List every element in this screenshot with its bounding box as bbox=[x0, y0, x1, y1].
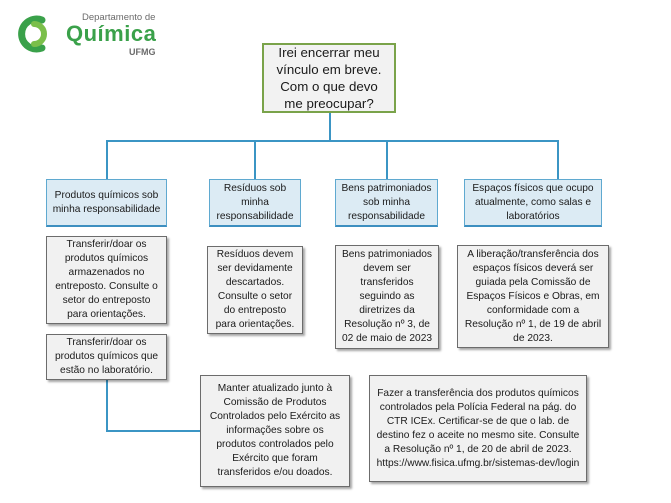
note-controlled-update: Manter atualizado junto à Comissão de Pr… bbox=[200, 375, 350, 487]
logo-line-2: Química bbox=[66, 21, 157, 46]
note-spaces: A liberação/transferência dos espaços fí… bbox=[457, 245, 609, 348]
connector-cat-4 bbox=[557, 140, 559, 179]
note-assets: Bens patrimoniados devem ser transferido… bbox=[335, 245, 439, 349]
department-logo: Departamento de Química UFMG bbox=[12, 10, 162, 60]
root-question: Irei encerrar meu vínculo em breve. Com … bbox=[262, 43, 396, 113]
category-assets: Bens patrimoniados sob minha responsabil… bbox=[335, 179, 438, 227]
logo-line-1: Departamento de bbox=[82, 12, 156, 23]
connector-horizontal bbox=[106, 140, 559, 142]
connector-chem-down bbox=[106, 380, 108, 432]
logo-mark-icon bbox=[18, 15, 47, 53]
logo-line-3: UFMG bbox=[129, 47, 156, 57]
connector-chem-bottom bbox=[106, 430, 200, 432]
connector-cat-3 bbox=[386, 140, 388, 179]
category-chemical-products: Produtos químicos sob minha responsabili… bbox=[46, 179, 167, 227]
connector-cat-1 bbox=[106, 140, 108, 179]
note-residues: Resíduos devem ser devidamente descartad… bbox=[207, 246, 303, 334]
note-federal-police: Fazer a transferência dos produtos quími… bbox=[369, 375, 587, 482]
note-chem-lab: Transferir/doar os produtos químicos que… bbox=[46, 334, 167, 380]
note-chem-storage: Transferir/doar os produtos químicos arm… bbox=[46, 236, 167, 324]
category-residues: Resíduos sob minha responsabilidade bbox=[209, 179, 301, 227]
connector-cat-2 bbox=[254, 140, 256, 179]
connector-root-down bbox=[329, 113, 331, 142]
category-physical-spaces: Espaços físicos que ocupo atualmente, co… bbox=[464, 179, 602, 227]
